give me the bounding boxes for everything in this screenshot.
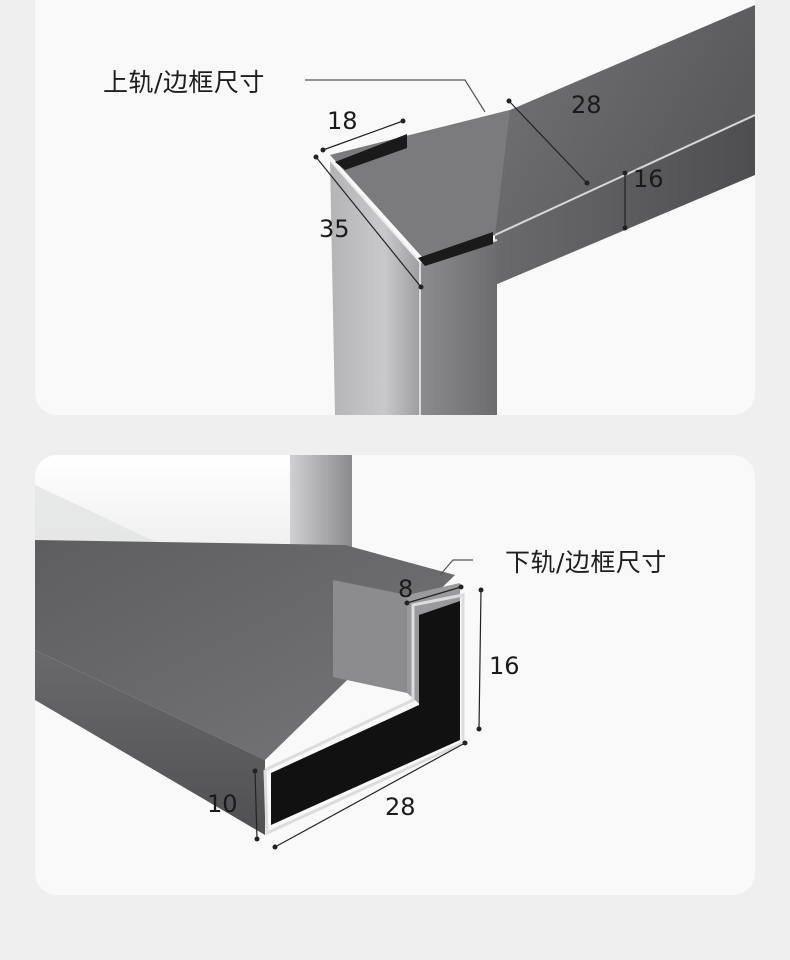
upper-rail-illustration	[305, 5, 755, 415]
lower-rail-illustration	[35, 455, 484, 850]
profile-inner-wall	[333, 580, 407, 693]
top-slot	[335, 134, 407, 170]
rail-side-face	[35, 650, 265, 835]
dim-28: 28	[571, 91, 602, 119]
profile-cross-section	[271, 601, 460, 825]
post-right-face	[420, 240, 497, 415]
front-slot	[418, 232, 493, 266]
upper-rail-panel: 上轨/边框尺寸 18 28 16 35	[35, 0, 755, 415]
dim-10: 10	[207, 790, 238, 818]
dim-16: 16	[633, 165, 664, 193]
dim-16: 16	[489, 652, 520, 680]
lower-rail-callout: 下轨/边框尺寸	[505, 548, 667, 577]
upper-rail-callout: 上轨/边框尺寸	[103, 68, 265, 97]
dim-18: 18	[327, 107, 358, 135]
dim-8: 8	[398, 575, 414, 603]
dim-28: 28	[385, 793, 416, 821]
post-left-face	[330, 160, 420, 415]
dim-35: 35	[319, 215, 350, 243]
lower-rail-panel: 下轨/边框尺寸 8 16 10 28	[35, 455, 755, 895]
